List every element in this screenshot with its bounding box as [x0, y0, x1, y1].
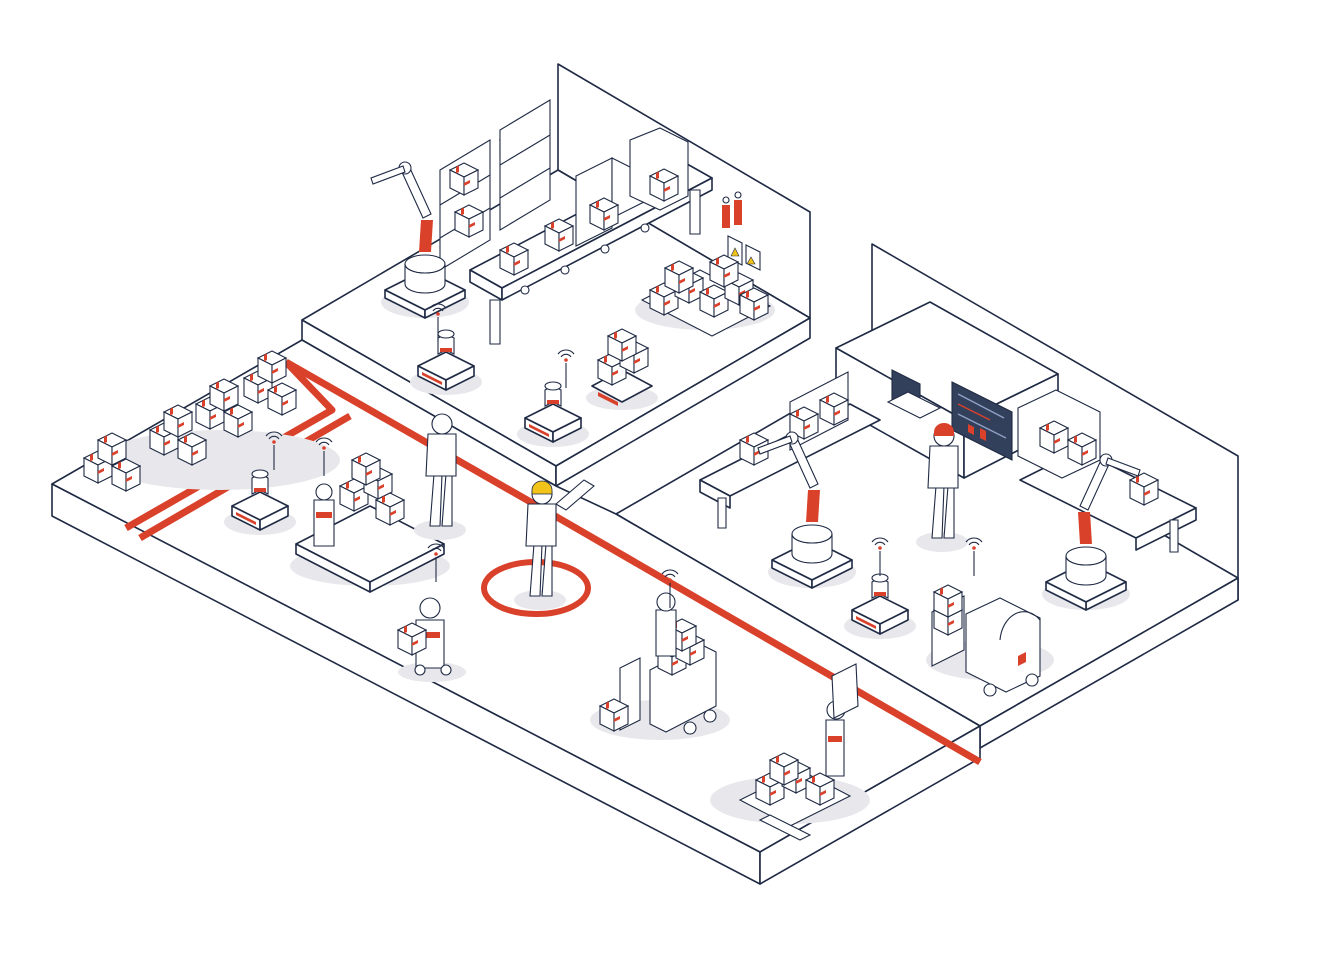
pallet-jack-icon [710, 663, 870, 841]
agv-cart-with-crates [586, 328, 658, 410]
pallet-stack-back [635, 254, 775, 337]
control-monitor-icon [951, 381, 1013, 461]
service-robot-icon [397, 597, 466, 682]
electrical-panel-icon [727, 235, 761, 271]
service-robot-icon [313, 483, 335, 547]
worker-icon [513, 479, 595, 611]
storage-rack-icon [439, 99, 551, 271]
laptop-icon [886, 369, 942, 419]
forklift-robot-icon [926, 584, 1054, 697]
conveyor-belt-icon [469, 127, 713, 345]
worker-icon [915, 423, 969, 553]
conveyor-belt-icon [1017, 389, 1197, 553]
pallet-stack-left [83, 350, 340, 492]
fire-extinguisher-icon [722, 191, 742, 228]
